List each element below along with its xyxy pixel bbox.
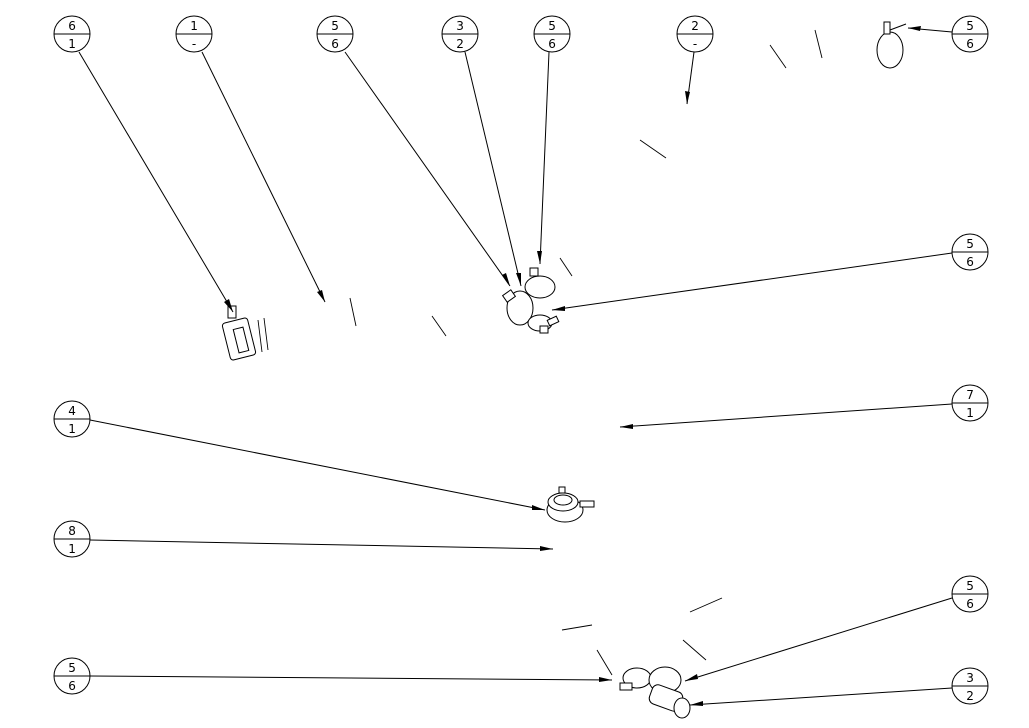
leader-1 (78, 51, 234, 313)
balloon-10-qty: 1 (68, 422, 76, 436)
balloon-12: 5 6 (951, 575, 989, 613)
balloon-1-qty: 1 (68, 37, 76, 51)
balloon-12-qty: 6 (966, 597, 974, 611)
hose-item-1 (237, 286, 540, 359)
hose-item-7 (524, 314, 732, 696)
tee-junction-lower (619, 666, 691, 719)
leader-8 (551, 252, 953, 311)
leader-arrowheads (224, 26, 921, 706)
hose-item-8 (550, 505, 648, 695)
balloon-12-item: 5 (966, 579, 974, 593)
balloon-13: 5 6 (53, 657, 91, 695)
balloon-4: 3 2 (441, 15, 479, 53)
balloon-8: 5 6 (951, 233, 989, 271)
balloon-11: 8 1 (53, 520, 91, 558)
balloon-9: 7 1 (951, 384, 989, 422)
leader-2 (201, 51, 326, 303)
balloon-3-qty: 6 (331, 37, 339, 51)
balloon-2-qty: - (192, 37, 196, 51)
balloon-4-item: 3 (456, 19, 464, 33)
balloon-8-item: 5 (966, 237, 974, 251)
balloon-13-qty: 6 (68, 679, 76, 693)
balloon-9-item: 7 (966, 388, 974, 402)
leader-3 (344, 51, 511, 287)
balloon-10-item: 4 (68, 404, 76, 418)
balloon-11-item: 8 (68, 524, 76, 538)
leader-10 (89, 419, 546, 511)
leader-9 (619, 403, 953, 428)
leader-13 (89, 675, 613, 681)
balloon-3-item: 5 (331, 19, 339, 33)
balloon-5-qty: 6 (548, 37, 556, 51)
balloon-14: 3 2 (951, 667, 989, 705)
left-end-connector (221, 305, 269, 361)
balloon-14-qty: 2 (966, 689, 974, 703)
leader-14 (689, 687, 953, 706)
balloon-13-item: 5 (68, 661, 76, 675)
balloon-2-item: 1 (190, 19, 198, 33)
hose-item-2 (531, 23, 905, 297)
balloon-9-qty: 1 (966, 406, 974, 420)
balloon-1: 6 1 (53, 15, 91, 53)
balloon-6-item: 2 (691, 19, 699, 33)
balloon-2: 1 - (175, 15, 213, 53)
leader-4 (464, 51, 522, 287)
balloon-11-qty: 1 (68, 542, 76, 556)
leader-11 (89, 539, 554, 550)
upper-right-end-fitting (876, 21, 907, 69)
balloon-7-qty: 6 (966, 37, 974, 51)
balloon-6: 2 - (676, 15, 714, 53)
filler-neck-item-4 (546, 486, 595, 523)
balloon-3: 5 6 (316, 15, 354, 53)
leader-lines (78, 27, 953, 706)
balloon-8-qty: 6 (966, 255, 974, 269)
balloon-7-item: 5 (966, 19, 974, 33)
tee-junction-upper (501, 267, 560, 334)
balloon-4-qty: 2 (456, 37, 464, 51)
balloon-5-item: 5 (548, 19, 556, 33)
leader-12 (684, 597, 953, 682)
balloon-14-item: 3 (966, 671, 974, 685)
balloon-10: 4 1 (53, 400, 91, 438)
balloon-7: 5 6 (951, 15, 989, 53)
balloon-5: 5 6 (533, 15, 571, 53)
leader-5 (539, 51, 550, 265)
balloon-1-item: 6 (68, 19, 76, 33)
balloon-6-qty: - (693, 37, 697, 51)
